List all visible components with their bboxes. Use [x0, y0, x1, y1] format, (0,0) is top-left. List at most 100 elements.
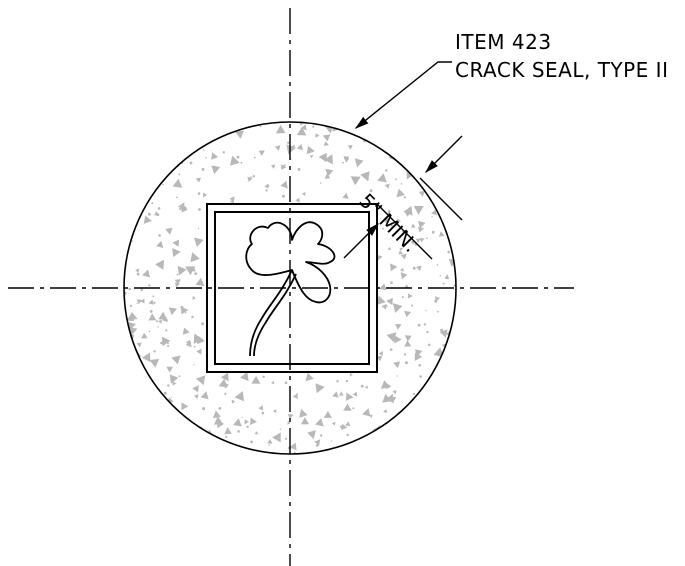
speckle-mark	[193, 364, 195, 366]
speckle-mark	[323, 410, 332, 418]
speckle-mark	[265, 189, 268, 192]
speckle-mark	[451, 417, 456, 422]
speckle-mark	[403, 424, 405, 427]
speckle-mark	[147, 422, 153, 428]
speckle-mark	[392, 389, 397, 394]
speckle-mark	[174, 279, 181, 285]
speckle-mark	[442, 282, 445, 285]
speckle-mark	[156, 213, 160, 217]
speckle-mark	[240, 371, 249, 382]
speckle-mark	[404, 361, 408, 365]
speckle-mark	[385, 450, 387, 453]
speckle-mark	[439, 329, 448, 338]
speckle-mark	[235, 130, 245, 139]
speckle-mark	[444, 274, 450, 279]
speckle-mark	[284, 381, 288, 385]
speckle-mark	[251, 375, 261, 384]
speckle-mark	[172, 239, 180, 247]
speckle-mark	[182, 428, 189, 436]
speckle-mark	[246, 425, 249, 428]
speckle-mark	[390, 263, 398, 272]
speckle-mark	[296, 127, 307, 136]
speckle-mark	[193, 333, 203, 344]
speckle-mark	[389, 397, 397, 403]
speckle-mark	[272, 409, 277, 414]
speckle-mark	[253, 156, 256, 159]
speckle-mark	[345, 380, 348, 383]
speckle-mark	[385, 169, 388, 172]
speckle-mark	[424, 148, 431, 156]
speckle-mark	[437, 434, 445, 442]
speckle-mark	[224, 392, 227, 395]
speckle-mark	[346, 433, 349, 437]
speckle-mark	[258, 405, 264, 411]
speckle-mark	[218, 407, 222, 410]
speckle-mark	[428, 343, 431, 347]
speckle-mark	[412, 266, 416, 270]
speckle-mark	[400, 151, 411, 161]
speckle-mark	[217, 420, 225, 429]
speckle-mark	[128, 217, 135, 225]
speckle-mark	[125, 201, 129, 205]
speckle-mark	[166, 148, 172, 154]
speckle-mark	[312, 125, 315, 128]
speckle-mark	[126, 227, 130, 231]
speckle-mark	[379, 283, 387, 291]
speckle-mark	[194, 394, 199, 399]
speckle-mark	[304, 421, 308, 425]
speckle-mark	[145, 160, 153, 169]
speckle-mark	[155, 164, 157, 167]
speckle-mark	[177, 265, 187, 276]
speckle-mark	[124, 153, 130, 162]
speckle-mark	[431, 152, 440, 159]
speckle-mark	[450, 441, 455, 445]
speckle-mark	[315, 133, 320, 138]
speckle-mark	[440, 328, 444, 332]
speckle-mark	[396, 188, 405, 198]
speckle-mark	[281, 164, 287, 170]
speckle-mark	[443, 449, 447, 452]
speckle-mark	[267, 439, 273, 444]
speckle-mark	[181, 402, 189, 411]
speckle-mark	[205, 157, 207, 159]
speckle-mark	[136, 342, 142, 348]
speckle-mark	[434, 388, 436, 390]
speckle-mark	[425, 309, 427, 312]
speckle-mark	[384, 427, 393, 435]
speckle-mark	[259, 125, 262, 128]
speckle-mark	[148, 182, 154, 187]
speckle-mark	[282, 194, 285, 198]
speckle-mark	[181, 204, 188, 211]
speckle-mark	[161, 336, 171, 347]
speckle-mark	[382, 227, 385, 230]
speckle-mark	[272, 432, 281, 443]
speckle-mark	[411, 147, 418, 154]
speckle-mark	[299, 409, 308, 418]
speckle-mark	[295, 197, 300, 203]
speckle-mark	[388, 132, 392, 137]
speckle-mark	[165, 329, 168, 332]
speckle-mark	[436, 264, 439, 266]
speckle-mark	[301, 192, 306, 196]
speckle-mark	[218, 378, 228, 388]
speckle-mark	[222, 151, 225, 154]
speckle-mark	[202, 149, 204, 151]
speckle-mark	[352, 407, 355, 410]
speckle-mark	[176, 273, 179, 276]
speckle-mark	[309, 155, 314, 159]
speckle-mark	[431, 209, 437, 216]
speckle-mark	[389, 348, 393, 351]
speckle-mark	[430, 405, 438, 412]
shamrock-logo	[245, 221, 336, 357]
speckle-mark	[279, 428, 282, 430]
speckle-mark	[449, 437, 456, 447]
speckle-mark	[428, 410, 430, 413]
speckle-mark	[197, 227, 200, 230]
speckle-mark	[300, 417, 310, 425]
speckle-mark	[224, 427, 232, 435]
speckle-mark	[439, 232, 442, 234]
speckle-mark	[192, 385, 199, 393]
speckle-mark	[446, 375, 452, 380]
speckle-mark	[404, 353, 407, 356]
